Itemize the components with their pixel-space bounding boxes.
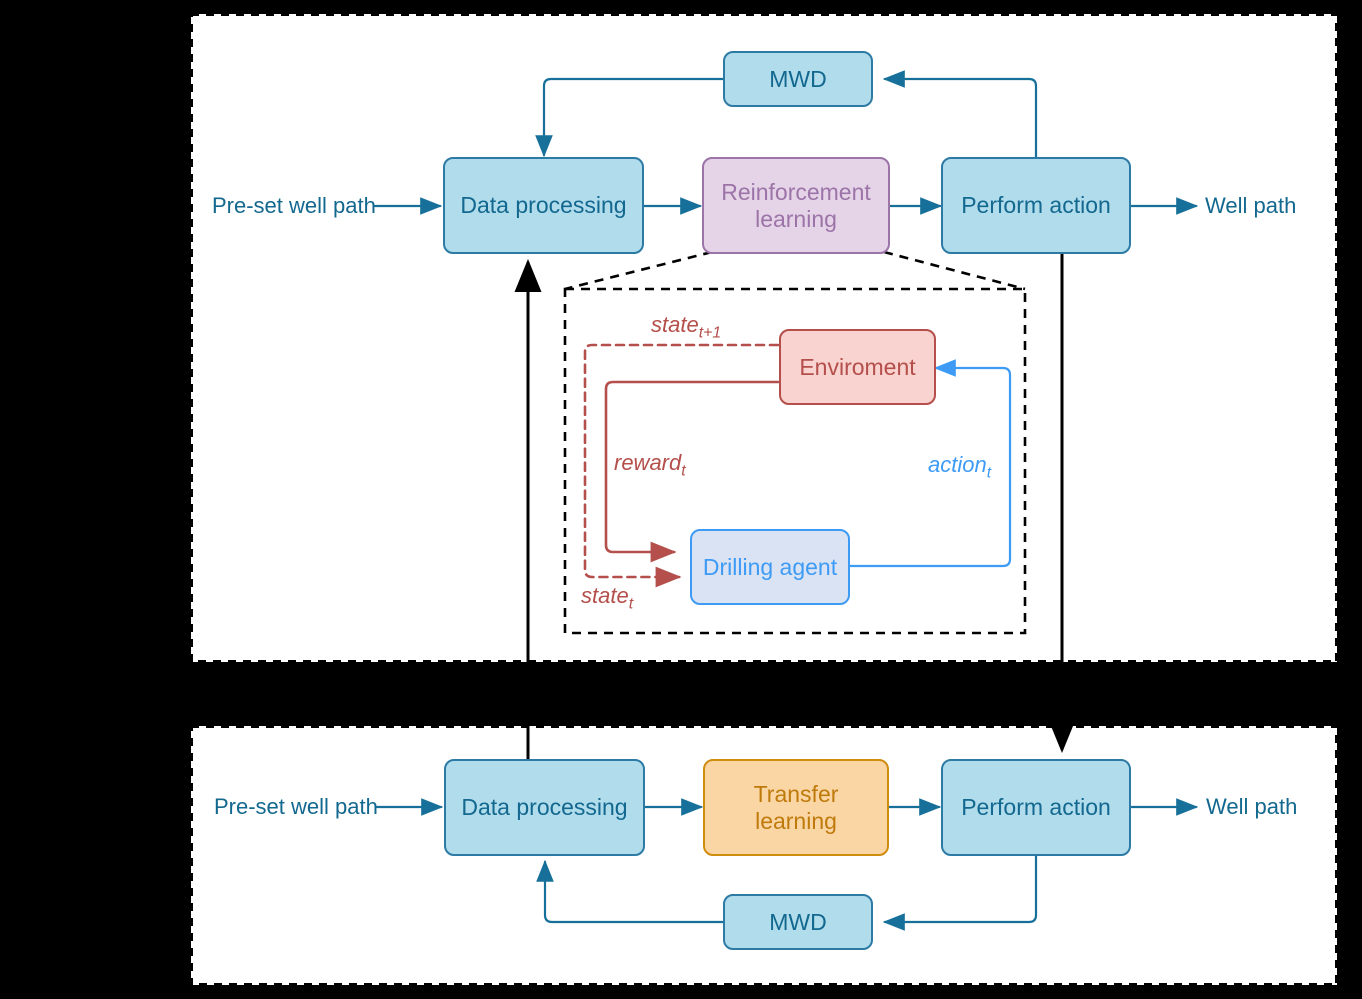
state-next-sub: t+1 <box>698 324 722 342</box>
zoom-line-left <box>564 250 713 291</box>
rl-label-line1: Reinforcement <box>721 179 871 206</box>
box-perform-action-bottom[interactable]: Perform action <box>941 759 1131 856</box>
top-input-label: Pre-set well path <box>212 193 376 218</box>
state-sub: t <box>628 595 634 613</box>
bottom-input-label: Pre-set well path <box>214 794 378 819</box>
box-transfer-learning[interactable]: Transfer learning <box>703 759 889 856</box>
box-data-processing-top[interactable]: Data processing <box>443 157 644 254</box>
action-main: action <box>928 452 987 477</box>
state-main: state <box>581 583 629 608</box>
edge-perform-to-mwd-top <box>882 70 1038 162</box>
box-data-processing-bottom[interactable]: Data processing <box>444 759 645 856</box>
box-reinforcement-learning[interactable]: Reinforcement learning <box>702 157 890 254</box>
tl-label-line1: Transfer <box>753 781 839 808</box>
action-sub: t <box>986 464 992 482</box>
box-mwd-bottom[interactable]: MWD <box>723 894 873 950</box>
box-drilling-agent[interactable]: Drilling agent <box>690 529 850 605</box>
top-output-label: Well path <box>1205 193 1297 218</box>
box-environment[interactable]: Enviroment <box>779 329 936 405</box>
edge-mwd-to-dataproc-bottom <box>536 859 725 924</box>
detail-callout-box <box>563 287 1027 635</box>
label-state: statet <box>581 583 633 613</box>
top-panel-border <box>189 12 1339 664</box>
state-next-main: state <box>651 312 699 337</box>
label-reward: rewardt <box>614 450 686 480</box>
edge-reward <box>604 380 780 563</box>
reward-sub: t <box>681 462 686 480</box>
edge-state-next-dashed <box>583 343 780 579</box>
edge-action <box>848 359 1012 568</box>
edge-mwd-to-dataproc-top <box>535 77 725 158</box>
edge-perform-to-mwd-bottom <box>882 851 1038 931</box>
box-perform-action-top[interactable]: Perform action <box>941 157 1131 254</box>
bottom-output-label: Well path <box>1206 794 1298 819</box>
rl-label-line2: learning <box>755 205 837 232</box>
label-action: actiont <box>928 452 991 482</box>
box-mwd-top[interactable]: MWD <box>723 51 873 107</box>
reward-main: reward <box>614 450 682 475</box>
zoom-line-right <box>883 250 1026 291</box>
bottom-panel-border <box>189 724 1339 987</box>
label-state-next: statet+1 <box>651 312 721 342</box>
tl-label-line2: learning <box>755 807 837 834</box>
